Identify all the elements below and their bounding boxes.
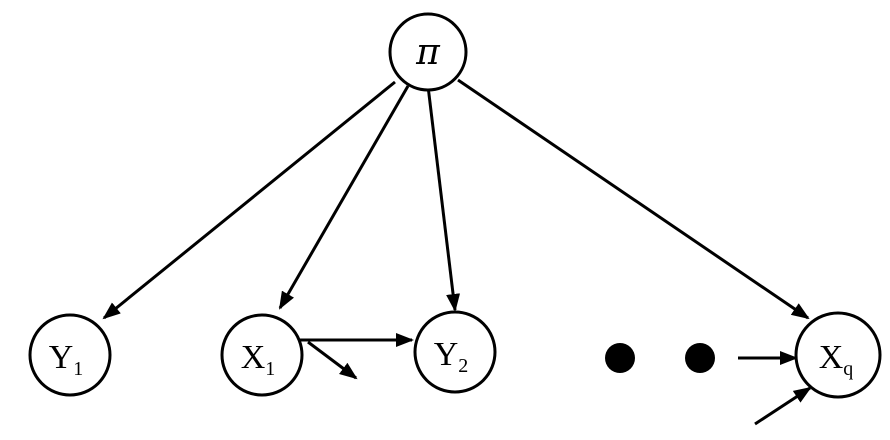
- node-y1: Y1: [28, 313, 112, 397]
- ellipsis-dot: [685, 343, 715, 373]
- edge-pi-to-y2: [426, 85, 461, 312]
- node-xq-label: Xq: [819, 339, 854, 380]
- node-y2: Y2: [413, 310, 497, 394]
- edge-pi-to-y1: [102, 80, 396, 320]
- dangling-arrow-from-x1: [307, 340, 358, 380]
- node-x1: X1: [220, 313, 304, 397]
- incoming-arrow-to-xq-bottom: [754, 386, 812, 426]
- edge-pi-to-xq: [457, 78, 810, 320]
- node-pi: π: [388, 12, 468, 92]
- node-xq: Xq: [794, 311, 882, 399]
- node-y1-label: Y1: [49, 339, 84, 380]
- node-y2-label: Y2: [434, 336, 469, 377]
- node-pi-label: π: [415, 32, 441, 73]
- node-x1-label: X1: [241, 339, 276, 380]
- edge-pi-to-x1: [278, 85, 410, 310]
- ellipsis-dot: [605, 343, 635, 373]
